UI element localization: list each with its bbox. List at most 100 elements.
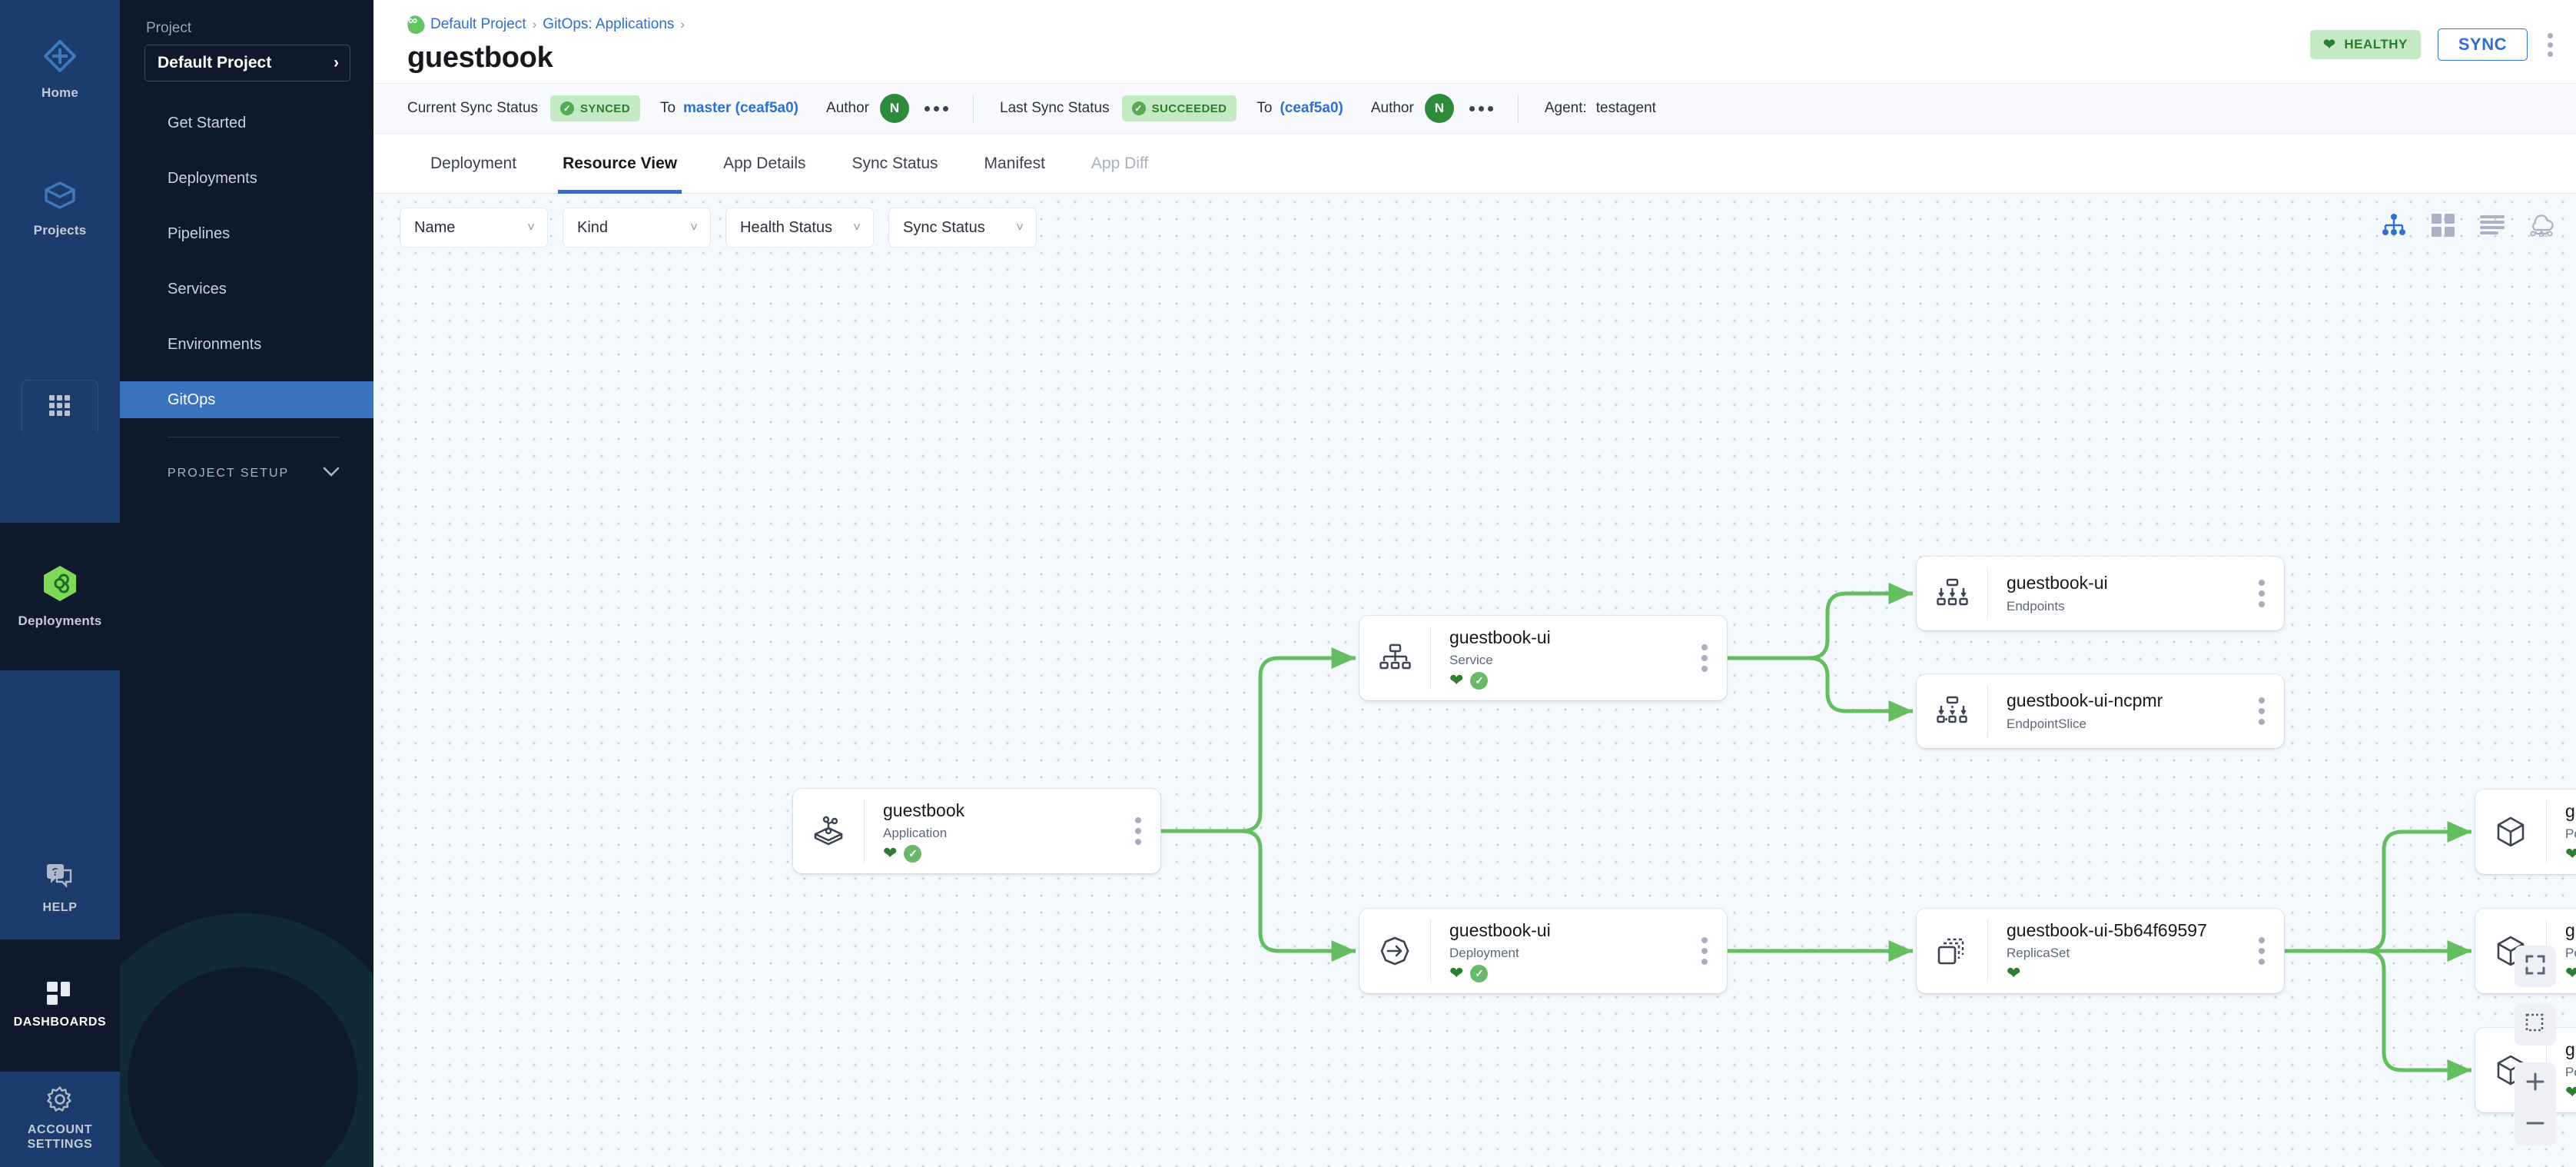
current-sync-more-icon[interactable] — [925, 105, 948, 111]
zoom-out-button[interactable] — [2515, 1104, 2556, 1145]
graph-node-pod-2[interactable]: guestbook-ui-5b64f6959… Pod ❤ — [2475, 909, 2576, 993]
node-more-menu-icon[interactable] — [1682, 937, 1727, 965]
graph-node-replicaset[interactable]: guestbook-ui-5b64f69597 ReplicaSet ❤ — [1917, 909, 2284, 993]
fullscreen-button[interactable] — [2515, 946, 2556, 987]
heart-icon: ❤ — [2565, 844, 2576, 864]
rail-item-home[interactable]: Home — [0, 0, 120, 138]
node-name: guestbook-ui-5b64f6959… — [2565, 1039, 2576, 1059]
node-more-menu-icon[interactable] — [1116, 817, 1160, 845]
rail-item-dashboards[interactable]: DASHBOARDS — [0, 939, 120, 1072]
tab-sync-status[interactable]: Sync Status — [828, 134, 961, 194]
list-view-icon[interactable] — [2479, 212, 2505, 238]
graph-view-icon[interactable] — [2381, 212, 2407, 238]
check-circle-icon: ✓ — [904, 844, 922, 863]
grid-view-icon[interactable] — [2430, 212, 2456, 238]
graph-node-deployment[interactable]: guestbook-ui Deployment ❤ ✓ — [1359, 909, 1727, 993]
rail-label-projects: Projects — [33, 222, 87, 238]
page-title: guestbook — [407, 42, 553, 74]
sidebar-item-label: Services — [168, 280, 227, 298]
node-more-menu-icon[interactable] — [2239, 937, 2284, 965]
sidebar-item-label: Environments — [168, 335, 262, 353]
node-kind: Endpoints — [2007, 598, 2065, 613]
sync-button[interactable]: SYNC — [2437, 28, 2528, 61]
last-sync-status-value: SUCCEEDED — [1151, 101, 1227, 115]
filter-name[interactable]: Name ˅ — [400, 208, 548, 248]
divider — [2546, 800, 2547, 863]
rail-item-projects[interactable]: Projects — [0, 138, 120, 277]
node-body: guestbook-ui-5b64f6959… Pod ❤ — [2547, 920, 2576, 982]
node-kind: Pod — [2565, 826, 2576, 842]
node-body: guestbook-ui-ncpmr EndpointSlice — [1988, 690, 2239, 732]
tab-label: App Diff — [1090, 154, 1149, 172]
current-sync-status-value: SYNCED — [580, 101, 630, 115]
last-sync-status-label: Last Sync Status — [1000, 100, 1110, 116]
node-status: ❤ — [2565, 846, 2576, 863]
graph-node-application[interactable]: guestbook Application ❤ ✓ — [793, 789, 1160, 873]
graph-node-endpointslice[interactable]: guestbook-ui-ncpmr EndpointSlice — [1917, 674, 2284, 748]
tab-resource-view[interactable]: Resource View — [539, 134, 700, 194]
rail-label-help: HELP — [42, 900, 78, 914]
breadcrumb-item-gitops-applications[interactable]: GitOps: Applications — [543, 16, 675, 32]
status-badge-healthy: ❤ HEALTHY — [2309, 30, 2421, 59]
divider — [973, 95, 974, 122]
project-selector[interactable]: Default Project › — [144, 45, 350, 81]
graph-node-endpoints[interactable]: guestbook-ui Endpoints — [1917, 557, 2284, 630]
node-more-menu-icon[interactable] — [2239, 697, 2284, 725]
deployment-icon — [1359, 934, 1430, 968]
endpointslice-icon — [1917, 696, 1987, 726]
tab-label: Resource View — [563, 154, 678, 172]
zoom-out-icon — [2525, 1113, 2545, 1137]
zoom-in-icon — [2525, 1072, 2545, 1096]
resource-graph-canvas[interactable]: Name ˅ Kind ˅ Health Status ˅ Sync Statu… — [373, 194, 2576, 1167]
node-more-menu-icon[interactable] — [1682, 644, 1727, 672]
rail-item-deployments[interactable]: Deployments — [0, 523, 120, 670]
project-sidebar: Project Default Project › Get Started De… — [120, 0, 373, 1167]
filter-kind[interactable]: Kind ˅ — [563, 208, 711, 248]
apps-grid-button[interactable] — [22, 380, 98, 435]
heart-icon: ❤ — [2565, 1082, 2576, 1102]
filter-health-status[interactable]: Health Status ˅ — [725, 208, 874, 248]
sidebar-item-pipelines[interactable]: Pipelines — [120, 215, 373, 252]
node-status: ❤ ✓ — [883, 844, 1116, 863]
filter-sync-status[interactable]: Sync Status ˅ — [888, 208, 1037, 248]
rail-item-account-settings[interactable]: ACCOUNT SETTINGS — [0, 1072, 120, 1167]
node-kind: Service — [1449, 653, 1493, 668]
select-area-icon — [2525, 1013, 2545, 1037]
sidebar-item-gitops[interactable]: GitOps — [120, 381, 373, 418]
node-more-menu-icon[interactable] — [2239, 580, 2284, 607]
header-more-menu-icon[interactable] — [2544, 30, 2556, 60]
divider — [1987, 685, 1988, 737]
last-sync-revision-link[interactable]: (ceaf5a0) — [1280, 100, 1343, 116]
chevron-down-icon: ˅ — [527, 220, 535, 234]
chevron-down-icon — [323, 467, 340, 481]
sidebar-item-environments[interactable]: Environments — [120, 326, 373, 363]
gear-icon — [47, 1086, 73, 1116]
heart-icon: ❤ — [2322, 36, 2336, 53]
tab-deployment[interactable]: Deployment — [407, 134, 539, 194]
sidebar-item-deployments[interactable]: Deployments — [120, 160, 373, 197]
tab-app-details[interactable]: App Details — [700, 134, 828, 194]
tab-manifest[interactable]: Manifest — [961, 134, 1068, 194]
sidebar-project-setup[interactable]: PROJECT SETUP — [120, 460, 373, 487]
rail-item-help[interactable]: ? HELP — [0, 838, 120, 939]
current-sync-revision-link[interactable]: master (ceaf5a0) — [683, 100, 799, 116]
last-sync-more-icon[interactable] — [1469, 105, 1493, 111]
breadcrumb-item-default-project[interactable]: Default Project — [430, 16, 526, 32]
graph-node-service[interactable]: guestbook-ui Service ❤ ✓ — [1359, 616, 1727, 700]
rail-label-deployments: Deployments — [18, 613, 102, 628]
sidebar-item-label: Pipelines — [168, 224, 231, 242]
sidebar-item-get-started[interactable]: Get Started — [120, 105, 373, 141]
node-kind: EndpointSlice — [2007, 716, 2086, 731]
network-view-icon[interactable] — [2528, 212, 2554, 238]
sidebar-decoration — [120, 913, 373, 1167]
zoom-in-button[interactable] — [2515, 1062, 2556, 1104]
sidebar-item-services[interactable]: Services — [120, 271, 373, 308]
node-body: guestbook Application ❤ ✓ — [865, 800, 1116, 863]
filter-label: Health Status — [740, 218, 833, 236]
node-name: guestbook — [883, 800, 965, 820]
select-area-button[interactable] — [2515, 1004, 2556, 1046]
breadcrumb: Default Project › GitOps: Applications › — [404, 12, 2576, 37]
pod-icon — [2475, 815, 2546, 849]
graph-node-pod-1[interactable]: guestbook-ui-5b64f6959… Pod ❤ — [2475, 790, 2576, 874]
